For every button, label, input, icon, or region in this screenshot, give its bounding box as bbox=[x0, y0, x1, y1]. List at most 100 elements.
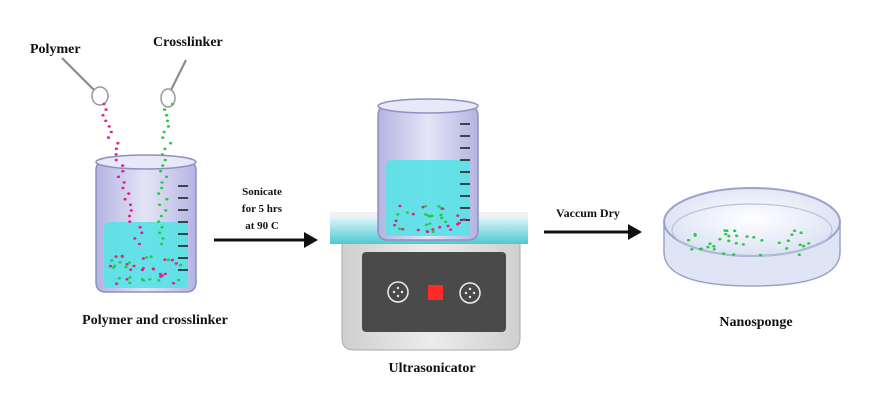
crosslinker-particle bbox=[164, 209, 168, 212]
nanosponge-particle bbox=[712, 247, 716, 251]
petri-dish bbox=[663, 187, 841, 287]
vacuum-dry-arrow bbox=[544, 224, 642, 240]
mixed-particle bbox=[157, 279, 161, 282]
polymer-particle bbox=[127, 192, 131, 195]
polymer-particle bbox=[102, 102, 106, 106]
mixed-particle bbox=[117, 276, 121, 280]
nanosponge-particle bbox=[699, 247, 704, 251]
mixed-particle bbox=[437, 205, 441, 208]
nanosponge-particle bbox=[722, 252, 726, 255]
polymer-particle bbox=[116, 141, 120, 145]
polymer-particle bbox=[129, 209, 133, 212]
step2-particles bbox=[393, 204, 466, 234]
mixed-particle bbox=[166, 258, 171, 262]
crosslinker-particle bbox=[165, 197, 169, 201]
nanosponge-particles bbox=[686, 229, 811, 257]
crosslinker-particle bbox=[158, 231, 162, 235]
nanosponge-particle bbox=[734, 241, 738, 245]
mixed-particle bbox=[411, 212, 415, 216]
mixed-particle bbox=[428, 215, 432, 218]
mixed-particle bbox=[455, 222, 460, 226]
nanosponge-particle bbox=[727, 234, 731, 238]
mixed-particle bbox=[170, 258, 174, 262]
polymer-particle bbox=[104, 108, 108, 111]
crosslinker-particle bbox=[160, 225, 164, 229]
stop-button-icon bbox=[428, 285, 443, 300]
ultrasonicator-label: Ultrasonicator bbox=[388, 361, 475, 376]
nanosponge-particle bbox=[785, 247, 789, 250]
polymer-particle bbox=[137, 242, 142, 246]
nanosponge-particle bbox=[693, 234, 697, 237]
mixed-particle bbox=[120, 254, 124, 258]
mixed-particle bbox=[396, 213, 400, 216]
mixed-particle bbox=[163, 258, 167, 261]
mixed-particle bbox=[440, 216, 444, 220]
step1-particles bbox=[101, 102, 183, 286]
mixed-particle bbox=[141, 257, 145, 260]
nanosponge-particle bbox=[797, 253, 801, 256]
polymer-particle bbox=[128, 220, 132, 223]
polymer-particle bbox=[127, 214, 132, 218]
mixed-particle bbox=[144, 256, 149, 259]
mixed-particle bbox=[141, 267, 145, 270]
mixed-particle bbox=[462, 218, 466, 221]
polymer-particle bbox=[140, 231, 144, 235]
mixed-particle bbox=[132, 264, 136, 268]
nanosponge-particle bbox=[793, 229, 797, 233]
nanosponge-particle bbox=[798, 243, 802, 247]
mixed-particle bbox=[142, 279, 146, 282]
mixed-particle bbox=[114, 255, 118, 258]
mixed-particle bbox=[431, 230, 435, 234]
mixed-particle bbox=[444, 220, 448, 224]
nanosponge-particle bbox=[725, 229, 729, 233]
polymer-particle bbox=[104, 119, 108, 123]
mixed-particle bbox=[128, 276, 132, 279]
nanosponge-particle bbox=[786, 239, 790, 243]
crosslinker-particle bbox=[165, 119, 170, 123]
crosslinker-particle bbox=[163, 158, 167, 162]
mixed-particle bbox=[160, 274, 164, 277]
polymer-particle bbox=[138, 225, 142, 229]
nanosponge-particle bbox=[760, 238, 764, 242]
nanosponge-particle bbox=[686, 238, 691, 242]
polymer-particle bbox=[106, 136, 111, 139]
mixed-particle bbox=[397, 227, 402, 230]
mixed-particle bbox=[148, 277, 152, 281]
sonicate-arrow bbox=[214, 232, 318, 248]
crosslinker-particle bbox=[160, 186, 164, 190]
polymer-particle bbox=[116, 175, 121, 179]
polymer-particle bbox=[121, 169, 125, 173]
crosslinker-particle bbox=[169, 141, 173, 145]
mixed-particle bbox=[125, 277, 129, 281]
polymer-particle bbox=[128, 203, 133, 207]
crosslinker-particle bbox=[160, 181, 164, 184]
polymer-particle bbox=[123, 197, 127, 201]
mixed-particle bbox=[125, 262, 129, 266]
nanosponge-particle bbox=[752, 235, 756, 239]
sonicate-label-line3: at 90 C bbox=[245, 220, 279, 232]
mixed-particle bbox=[438, 225, 442, 229]
mixed-particle bbox=[428, 222, 432, 225]
nanosponge-particle bbox=[745, 235, 749, 238]
mixed-particle bbox=[151, 267, 156, 271]
mixed-particle bbox=[176, 278, 181, 282]
polymer-particle bbox=[109, 130, 113, 134]
crosslinker-particle bbox=[170, 102, 175, 106]
mixed-particle bbox=[439, 213, 443, 217]
mixed-particle bbox=[393, 223, 397, 227]
crosslinker-particle bbox=[161, 136, 165, 139]
mixed-particle bbox=[129, 268, 133, 271]
crosslinker-particle bbox=[164, 175, 169, 179]
mixed-particle bbox=[405, 211, 410, 214]
crosslinker-particle bbox=[157, 192, 161, 195]
mixed-particle bbox=[446, 224, 450, 228]
polymer-label: Polymer bbox=[30, 42, 81, 57]
nanosponge-particle bbox=[706, 245, 710, 249]
crosslinker-particle bbox=[157, 220, 161, 223]
mixed-particle bbox=[171, 281, 176, 285]
beaker-2 bbox=[377, 98, 479, 241]
nanosponge-particle bbox=[790, 233, 794, 236]
mixed-particle bbox=[394, 219, 398, 223]
mixed-particle bbox=[179, 263, 183, 267]
crosslinker-particle bbox=[159, 169, 163, 173]
